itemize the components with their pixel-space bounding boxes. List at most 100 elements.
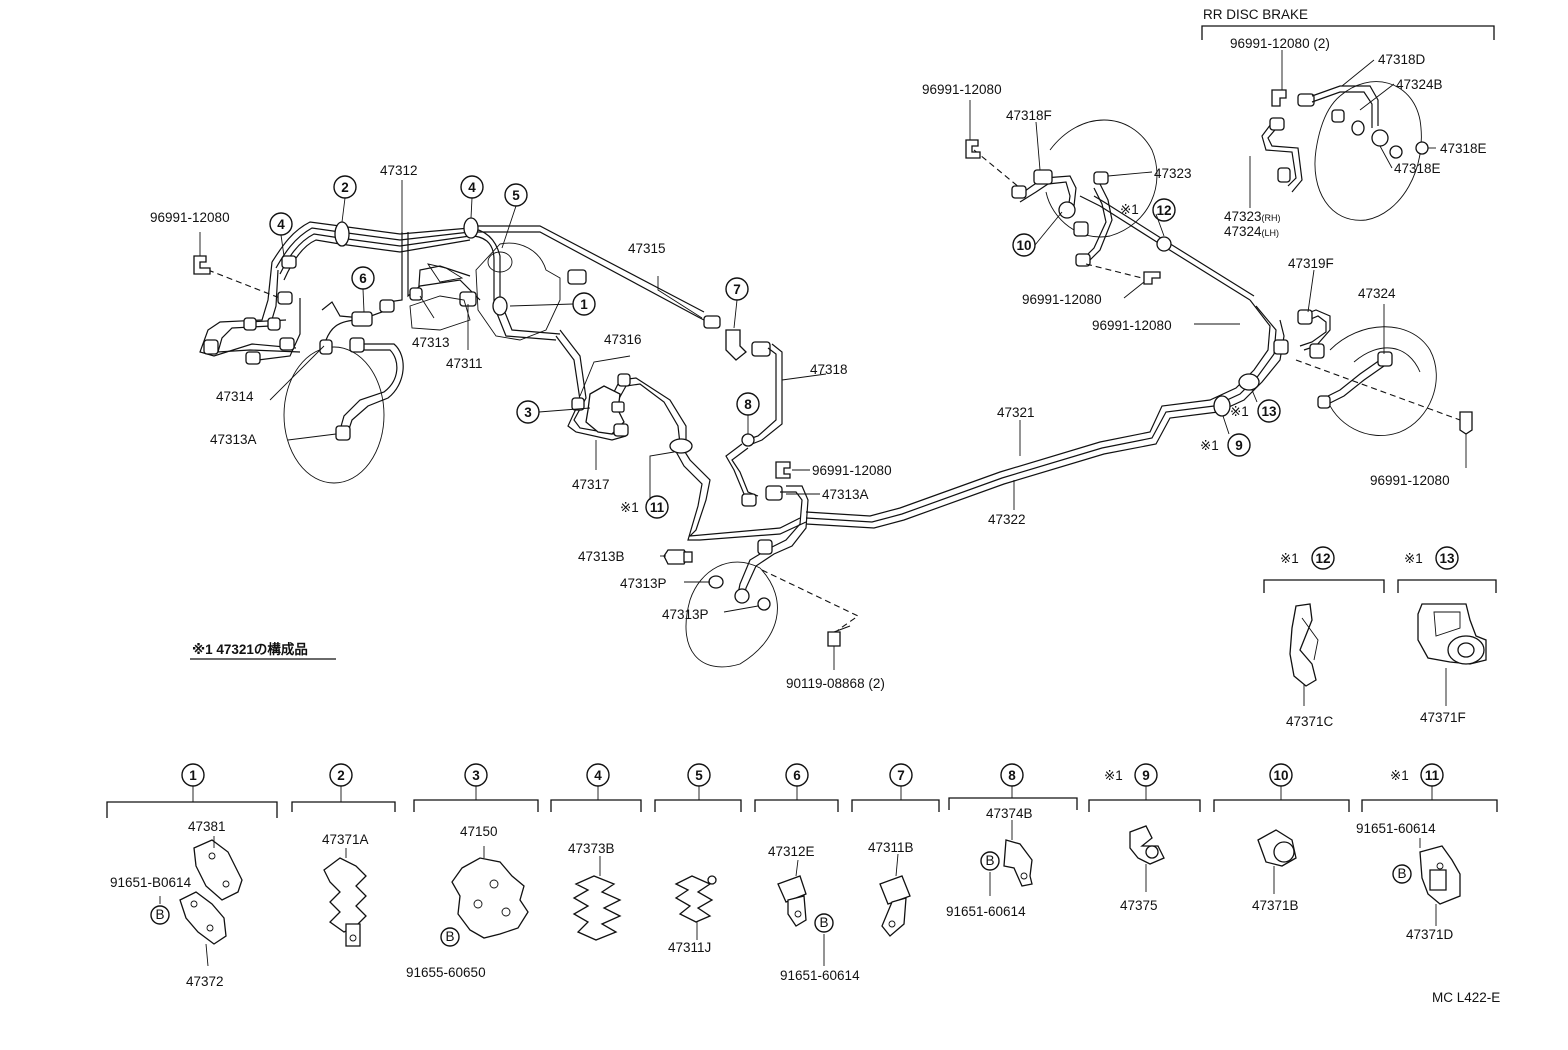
detail-row-brackets	[106, 786, 1498, 818]
label-47371c: 47371C	[1286, 714, 1334, 729]
proportioning-valve-lines	[555, 329, 807, 541]
note-mark: ※1	[1104, 768, 1123, 783]
label-47321: 47321	[997, 405, 1035, 420]
footnote: ※1 47321の構成品	[190, 641, 336, 660]
label-47313b: 47313B	[578, 549, 625, 564]
label-47318: 47318	[810, 362, 848, 377]
note-47321-components: ※1 47321の構成品	[192, 641, 308, 657]
label-47371b: 47371B	[1252, 898, 1299, 913]
bolt-marker-b: B	[819, 915, 828, 930]
label-47318e: 47318E	[1394, 161, 1441, 176]
detail-part-7	[879, 853, 911, 937]
callout-7: 7	[733, 282, 741, 297]
label-47313a: 47313A	[210, 432, 257, 447]
callout-7: 7	[897, 768, 905, 783]
callout-11: 11	[650, 500, 665, 515]
callout-4: 4	[277, 217, 285, 232]
callout-2: 2	[337, 768, 345, 783]
note-mark: ※1	[1120, 202, 1139, 217]
bolt-marker-b: B	[985, 853, 994, 868]
detail-12-13: 47371C 47371F	[1263, 579, 1497, 729]
label-96991-12080: 96991-12080	[1092, 318, 1172, 333]
label-47324: 47324	[1358, 286, 1396, 301]
label-96991-12080: 96991-12080	[1022, 292, 1102, 307]
label-96991-12080-2: 96991-12080 (2)	[1230, 36, 1330, 51]
leader-lines	[199, 50, 1467, 670]
callout-4: 4	[468, 180, 476, 195]
callout-12-box	[1311, 546, 1335, 570]
callout-1: 1	[189, 768, 197, 783]
callout-3: 3	[524, 405, 532, 420]
label-47371a: 47371A	[322, 832, 369, 847]
detail-part-11	[1419, 838, 1461, 926]
label-91655-60650: 91655-60650	[406, 965, 486, 980]
note-mark: ※1	[1200, 438, 1219, 453]
callout-9: 9	[1142, 768, 1150, 783]
label-47313a: 47313A	[822, 487, 869, 502]
callout-5: 5	[695, 768, 703, 783]
callout-13-box	[1435, 546, 1459, 570]
detail-row-numbers: 1 2 3 4 5 6 7 8 9 10 11	[189, 768, 1439, 783]
front-left-fittings	[193, 217, 587, 441]
label-47313p: 47313P	[620, 576, 667, 591]
label-47323: 47323	[1154, 166, 1192, 181]
label-47318f: 47318F	[1006, 108, 1052, 123]
bolt-marker-b: B	[445, 929, 454, 944]
label-47322: 47322	[988, 512, 1026, 527]
main-rear-tubes	[805, 195, 1285, 529]
detail-part-3	[451, 846, 529, 939]
label-91651-60614: 91651-60614	[780, 968, 860, 983]
label-47316: 47316	[604, 332, 642, 347]
label-47371f: 47371F	[1420, 710, 1466, 725]
detail-part-10	[1257, 829, 1297, 894]
label-47311b: 47311B	[868, 840, 914, 855]
callout-2: 2	[341, 180, 349, 195]
label-96991-12080: 96991-12080	[150, 210, 230, 225]
detail-row-note-marks: ※1 ※1	[1104, 768, 1409, 783]
callout-10: 10	[1273, 768, 1288, 783]
callout-11: 11	[1425, 768, 1440, 783]
label-47318e: 47318E	[1440, 141, 1487, 156]
callout-5: 5	[512, 188, 520, 203]
rear-right-brake	[1273, 309, 1473, 436]
callout-8: 8	[744, 397, 752, 412]
bolt-marker-b: B	[1397, 866, 1406, 881]
label-90119-08868: 90119-08868 (2)	[786, 676, 885, 691]
detail-part-6	[777, 859, 825, 966]
label-47318d: 47318D	[1378, 52, 1426, 67]
detail-row-callouts	[181, 763, 1444, 787]
rear-left-brake	[965, 119, 1161, 285]
detail-part-9	[1129, 825, 1165, 892]
label-47311: 47311	[446, 356, 483, 371]
label-47313p: 47313P	[662, 607, 709, 622]
label-91651-60614: 91651-60614	[946, 904, 1026, 919]
label-47324-lh: 47324(LH)	[1224, 224, 1279, 239]
callout-11-top	[645, 495, 669, 519]
front-left-brake-lines	[199, 221, 705, 484]
label-47150: 47150	[460, 824, 498, 839]
label-47381: 47381	[188, 819, 226, 834]
label-47314: 47314	[216, 389, 254, 404]
callout-3: 3	[472, 768, 480, 783]
callout-1: 1	[580, 297, 588, 312]
note-mark: ※1	[1404, 551, 1423, 566]
bolt-marker-b: B	[155, 907, 164, 922]
note-mark: ※1	[1390, 768, 1409, 783]
figure-code: MC L422-E	[1432, 990, 1500, 1005]
label-47324b: 47324B	[1396, 77, 1443, 92]
label-47315: 47315	[628, 241, 666, 256]
detail-part-1	[159, 836, 243, 967]
callout-9-top	[1227, 433, 1251, 457]
callout-13: 13	[1261, 404, 1277, 419]
bolt-markers	[150, 851, 1412, 947]
label-91651-60614: 91651-60614	[1356, 821, 1436, 836]
callout-8: 8	[1008, 768, 1016, 783]
detail-part-2	[323, 848, 367, 947]
label-96991-12080: 96991-12080	[922, 82, 1002, 97]
callout-12-top	[1152, 198, 1176, 222]
note-mark: ※1	[620, 500, 639, 515]
callout-13-top	[1257, 399, 1281, 423]
callout-12: 12	[1315, 551, 1330, 566]
label-47323-rh: 47323(RH)	[1224, 209, 1281, 224]
